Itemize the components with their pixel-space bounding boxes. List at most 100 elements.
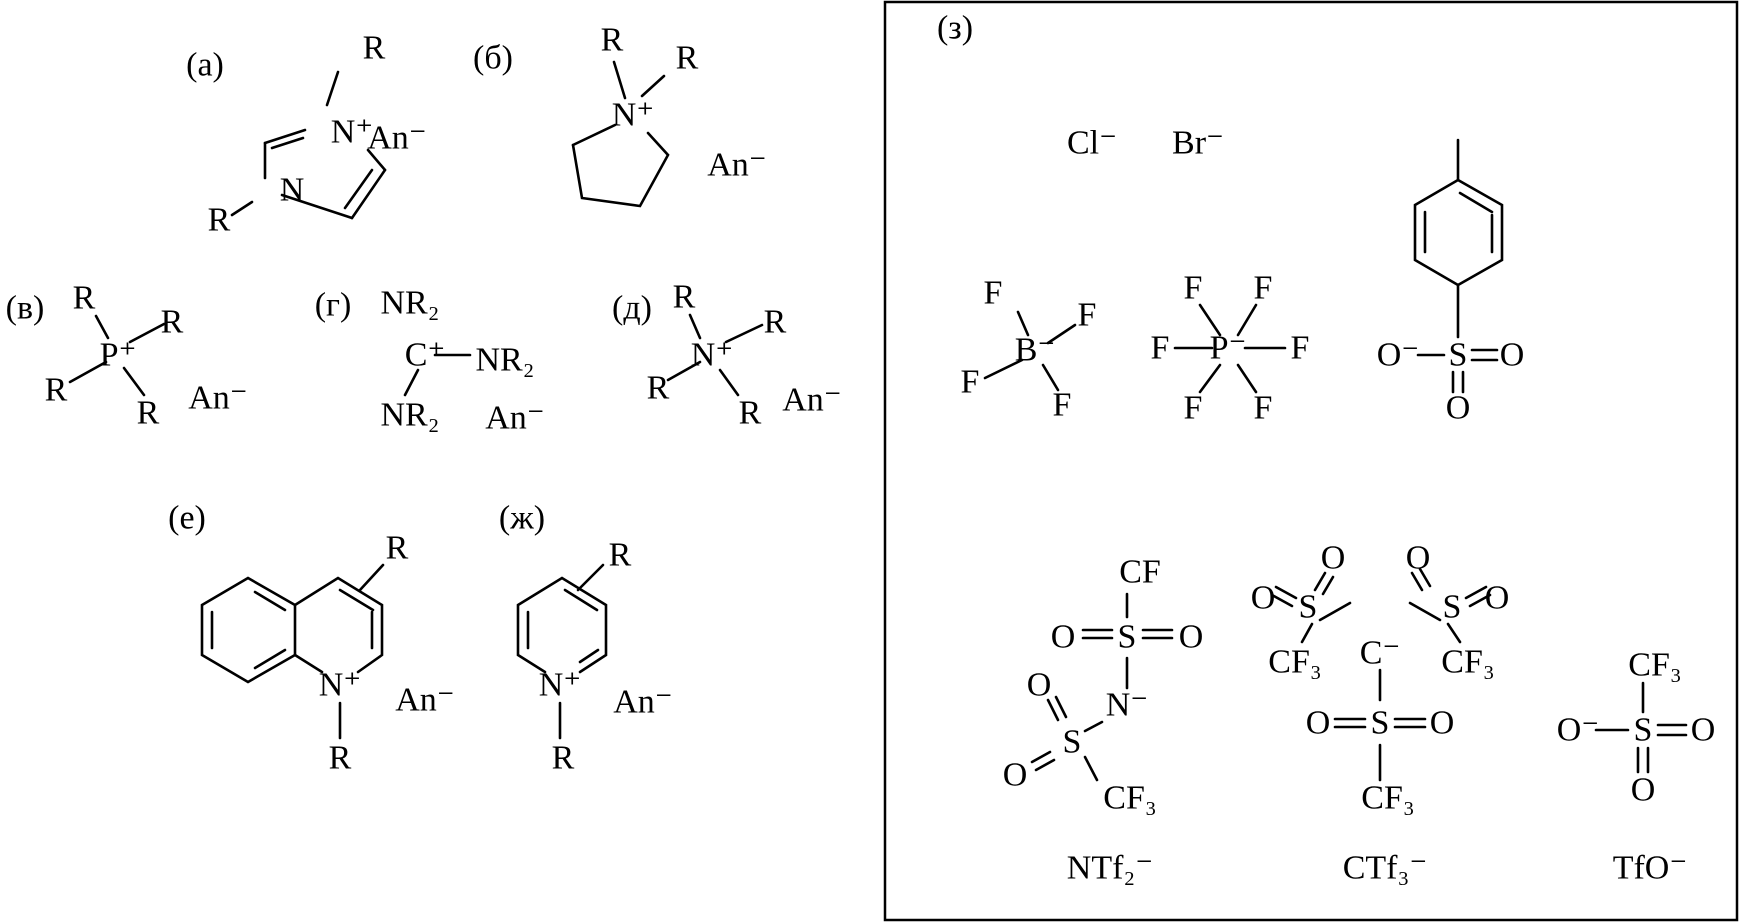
- atom-f: F: [1151, 330, 1170, 367]
- atom-r: R: [161, 304, 184, 341]
- atom-r: R: [45, 372, 68, 409]
- atom-r: R: [208, 202, 231, 239]
- structure-ammonium: (д) N⁺ R R R R An⁻: [612, 279, 842, 432]
- anion-triflate: CF₃ O⁻ S O O TfO⁻: [1557, 647, 1716, 887]
- anion-label: An⁻: [395, 682, 455, 719]
- atom-cf3: CF₃: [1361, 780, 1414, 817]
- atom-r: R: [552, 740, 575, 777]
- atom-o: O: [1446, 390, 1471, 427]
- atom-cf3: CF₃: [1628, 647, 1681, 684]
- panel-label-zh: (ж): [499, 500, 545, 537]
- atom-f: F: [1291, 330, 1310, 367]
- atom-o-minus: O⁻: [1557, 712, 1600, 749]
- atom-cf: CF: [1119, 554, 1161, 591]
- structure-pyridinium: (ж) N⁺ R R An⁻: [499, 500, 673, 777]
- structure-phosphonium: (в) P⁺ R R R R An⁻: [6, 280, 248, 432]
- panel-label-d: (д): [612, 290, 652, 327]
- atom-f: F: [1184, 270, 1203, 307]
- atom-c-minus: C⁻: [1360, 635, 1401, 672]
- atom-o: O: [1003, 757, 1028, 794]
- anion-label: An⁻: [613, 684, 673, 721]
- panel-label-b: (б): [473, 40, 513, 77]
- anion-label: An⁻: [485, 400, 545, 437]
- atom-c-plus: C⁺: [405, 337, 446, 374]
- atom-o-minus: O⁻: [1377, 337, 1420, 374]
- atom-p-plus: P⁺: [100, 337, 137, 374]
- structure-guanidinium: (г) C⁺ NR₂ NR₂ NR₂ An⁻: [315, 285, 545, 437]
- atom-s: S: [1063, 724, 1082, 761]
- atom-o: O: [1485, 580, 1510, 617]
- atom-r: R: [73, 280, 96, 317]
- atom-f: F: [1053, 387, 1072, 424]
- anion-tosylate: S O⁻ O O: [1377, 138, 1525, 427]
- atom-r: R: [673, 279, 696, 316]
- anion-label: An⁻: [367, 120, 427, 157]
- anion-ntf2: CF O S O N⁻ O S O CF₃ NTf₂⁻: [1003, 554, 1204, 887]
- atom-f: F: [1078, 297, 1097, 334]
- atom-f: F: [961, 364, 980, 401]
- atom-nr2: NR₂: [380, 397, 439, 434]
- atom-nr2: NR₂: [475, 342, 534, 379]
- panel-label-v: (в): [6, 290, 45, 327]
- anion-ctf3: C⁻ O O S CF₃ O O S CF₃ O S O CF₃ CTf₃⁻: [1251, 540, 1510, 887]
- atom-cf3: CF₃: [1441, 644, 1494, 681]
- atom-r: R: [386, 530, 409, 567]
- atom-cf3: CF₃: [1268, 644, 1321, 681]
- structure-imidazolium: (а) N⁺ R N R An⁻: [186, 30, 427, 239]
- atom-n-plus: N⁺: [331, 114, 374, 151]
- atom-n-minus: N⁻: [1106, 687, 1149, 724]
- atom-o: O: [1306, 705, 1331, 742]
- atom-r: R: [764, 304, 787, 341]
- anion-pf6: P⁻ F F F F F F: [1151, 270, 1310, 427]
- anion-name-ctf3: CTf₃⁻: [1343, 850, 1428, 887]
- atom-o: O: [1631, 772, 1656, 809]
- anion-bromide: Br⁻: [1172, 125, 1224, 162]
- atom-s: S: [1443, 589, 1462, 626]
- panel-label-z: (з): [937, 10, 973, 47]
- atom-s: S: [1118, 619, 1137, 656]
- panel-label-g: (г): [315, 287, 352, 324]
- anion-chloride: Cl⁻: [1067, 125, 1117, 162]
- atom-n-plus: N⁺: [691, 337, 734, 374]
- anion-bf4: B⁻ F F F F: [961, 275, 1097, 424]
- structure-pyrrolidinium: (б) N⁺ R R An⁻: [473, 22, 767, 208]
- atom-n-plus: N⁺: [539, 667, 582, 704]
- atom-r: R: [676, 40, 699, 77]
- atom-f: F: [984, 275, 1003, 312]
- atom-o: O: [1051, 619, 1076, 656]
- anion-label: An⁻: [782, 382, 842, 419]
- atom-n-plus: N⁺: [319, 667, 362, 704]
- atom-r: R: [647, 370, 670, 407]
- atom-o: O: [1430, 705, 1455, 742]
- atom-o: O: [1251, 580, 1276, 617]
- atom-o: O: [1500, 337, 1525, 374]
- atom-r: R: [609, 537, 632, 574]
- atom-o: O: [1179, 619, 1204, 656]
- atom-s: S: [1634, 712, 1653, 749]
- atom-nr2: NR₂: [380, 285, 439, 322]
- anions-frame: [883, 0, 1739, 922]
- atom-f: F: [1184, 390, 1203, 427]
- structure-quinolinium: (е) N⁺ R R An⁻: [168, 500, 455, 777]
- atom-s: S: [1371, 705, 1390, 742]
- atom-f: F: [1254, 390, 1273, 427]
- atom-b: B⁻: [1015, 332, 1056, 369]
- atom-s: S: [1449, 337, 1468, 374]
- atom-r: R: [739, 395, 762, 432]
- atom-o: O: [1406, 540, 1431, 577]
- atom-o: O: [1027, 667, 1052, 704]
- atom-s: S: [1299, 589, 1318, 626]
- anions-panel: (з) Cl⁻ Br⁻ B⁻ F F F F P⁻ F F F F F F: [883, 0, 1739, 922]
- atom-p: P⁻: [1210, 330, 1247, 367]
- atom-n: N: [280, 172, 305, 209]
- anion-label: An⁻: [188, 380, 248, 417]
- atom-n-plus: N⁺: [612, 97, 655, 134]
- atom-r: R: [363, 30, 386, 67]
- atom-r: R: [329, 740, 352, 777]
- atom-o: O: [1321, 540, 1346, 577]
- atom-f: F: [1254, 270, 1273, 307]
- anion-label: An⁻: [707, 147, 767, 184]
- atom-r: R: [601, 22, 624, 59]
- anion-name-ntf2: NTf₂⁻: [1067, 850, 1153, 887]
